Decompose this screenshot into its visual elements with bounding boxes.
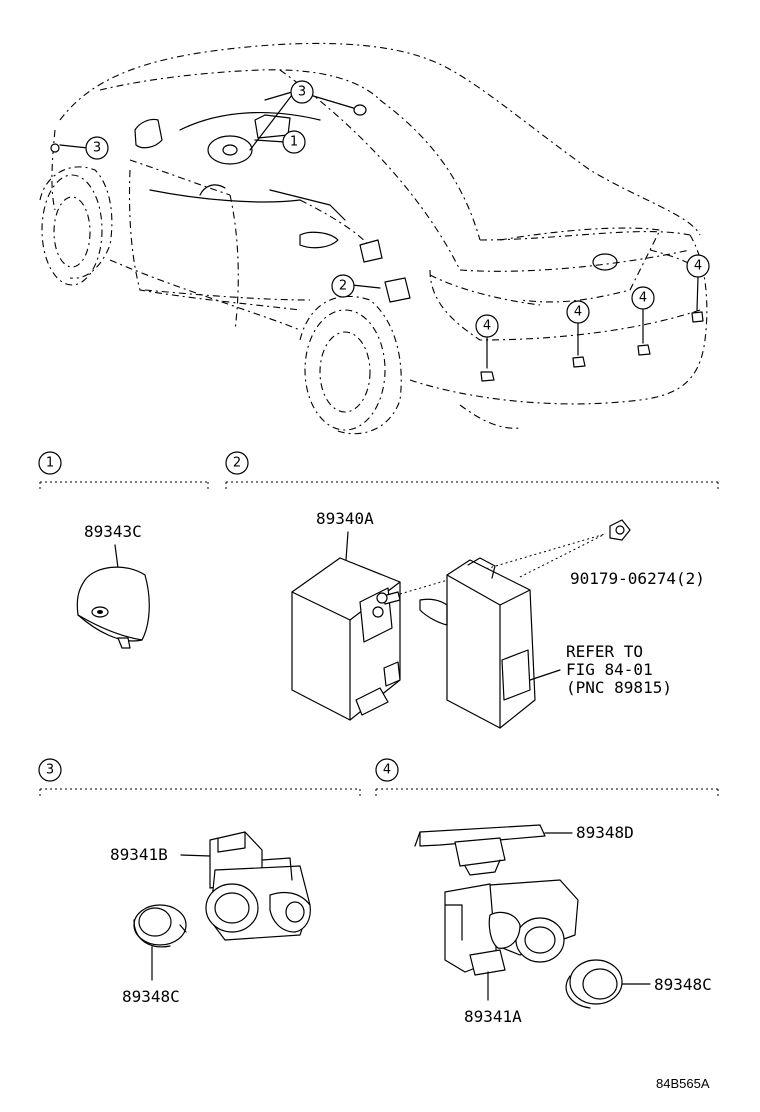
callout-3-front-label: 3 xyxy=(93,141,101,156)
section-2-marker xyxy=(225,451,249,475)
section-4-label: 4 xyxy=(383,763,391,778)
label-refer-1: REFER TO xyxy=(566,642,643,661)
section-1-marker xyxy=(38,451,62,475)
callout-4-b xyxy=(566,300,590,324)
callout-4-d-label: 4 xyxy=(694,259,702,274)
part-89341B: 89341B 89348C xyxy=(110,831,311,1006)
part-89340A: 89340A 90179-06274(2) REFER TO FIG 84-01… xyxy=(291,509,705,729)
label-89340A: 89340A xyxy=(316,509,374,528)
section-3-label: 3 xyxy=(46,763,54,778)
callout-1 xyxy=(282,130,306,154)
figure-code: 84B565A xyxy=(656,1076,710,1091)
callout-2 xyxy=(331,274,355,298)
callout-4-a-label: 4 xyxy=(483,319,491,334)
part-89343C: 89343C xyxy=(76,522,150,649)
callout-4-c-label: 4 xyxy=(639,291,647,306)
callout-3-front xyxy=(85,136,109,160)
section-1-label: 1 xyxy=(46,456,54,471)
callout-2-label: 2 xyxy=(339,279,347,294)
label-89341A: 89341A xyxy=(464,1007,522,1026)
label-89343C: 89343C xyxy=(84,522,142,541)
section-3-marker xyxy=(38,758,62,782)
label-89348C-right: 89348C xyxy=(654,975,712,994)
section-2-label: 2 xyxy=(233,456,241,471)
label-refer-2: FIG 84-01 xyxy=(566,660,653,679)
part-89341A: 89348D 89341A 89348C xyxy=(414,823,712,1026)
callout-4-d xyxy=(686,254,710,278)
callout-1-label: 1 xyxy=(290,135,298,150)
car-overview: 3 3 1 2 4 4 4 4 xyxy=(39,42,710,435)
callout-4-a xyxy=(475,314,499,338)
callout-4-c xyxy=(631,286,655,310)
section-4-marker xyxy=(375,758,399,782)
label-refer-3: (PNC 89815) xyxy=(566,678,672,697)
label-90179-06274: 90179-06274(2) xyxy=(570,569,705,588)
label-89341B: 89341B xyxy=(110,845,168,864)
section-headers: 1 2 3 4 xyxy=(38,451,719,799)
label-89348C-left: 89348C xyxy=(122,987,180,1006)
callout-3-top xyxy=(290,80,314,104)
label-89348D: 89348D xyxy=(576,823,634,842)
callout-3-top-label: 3 xyxy=(298,85,306,100)
callout-4-b-label: 4 xyxy=(574,305,582,320)
